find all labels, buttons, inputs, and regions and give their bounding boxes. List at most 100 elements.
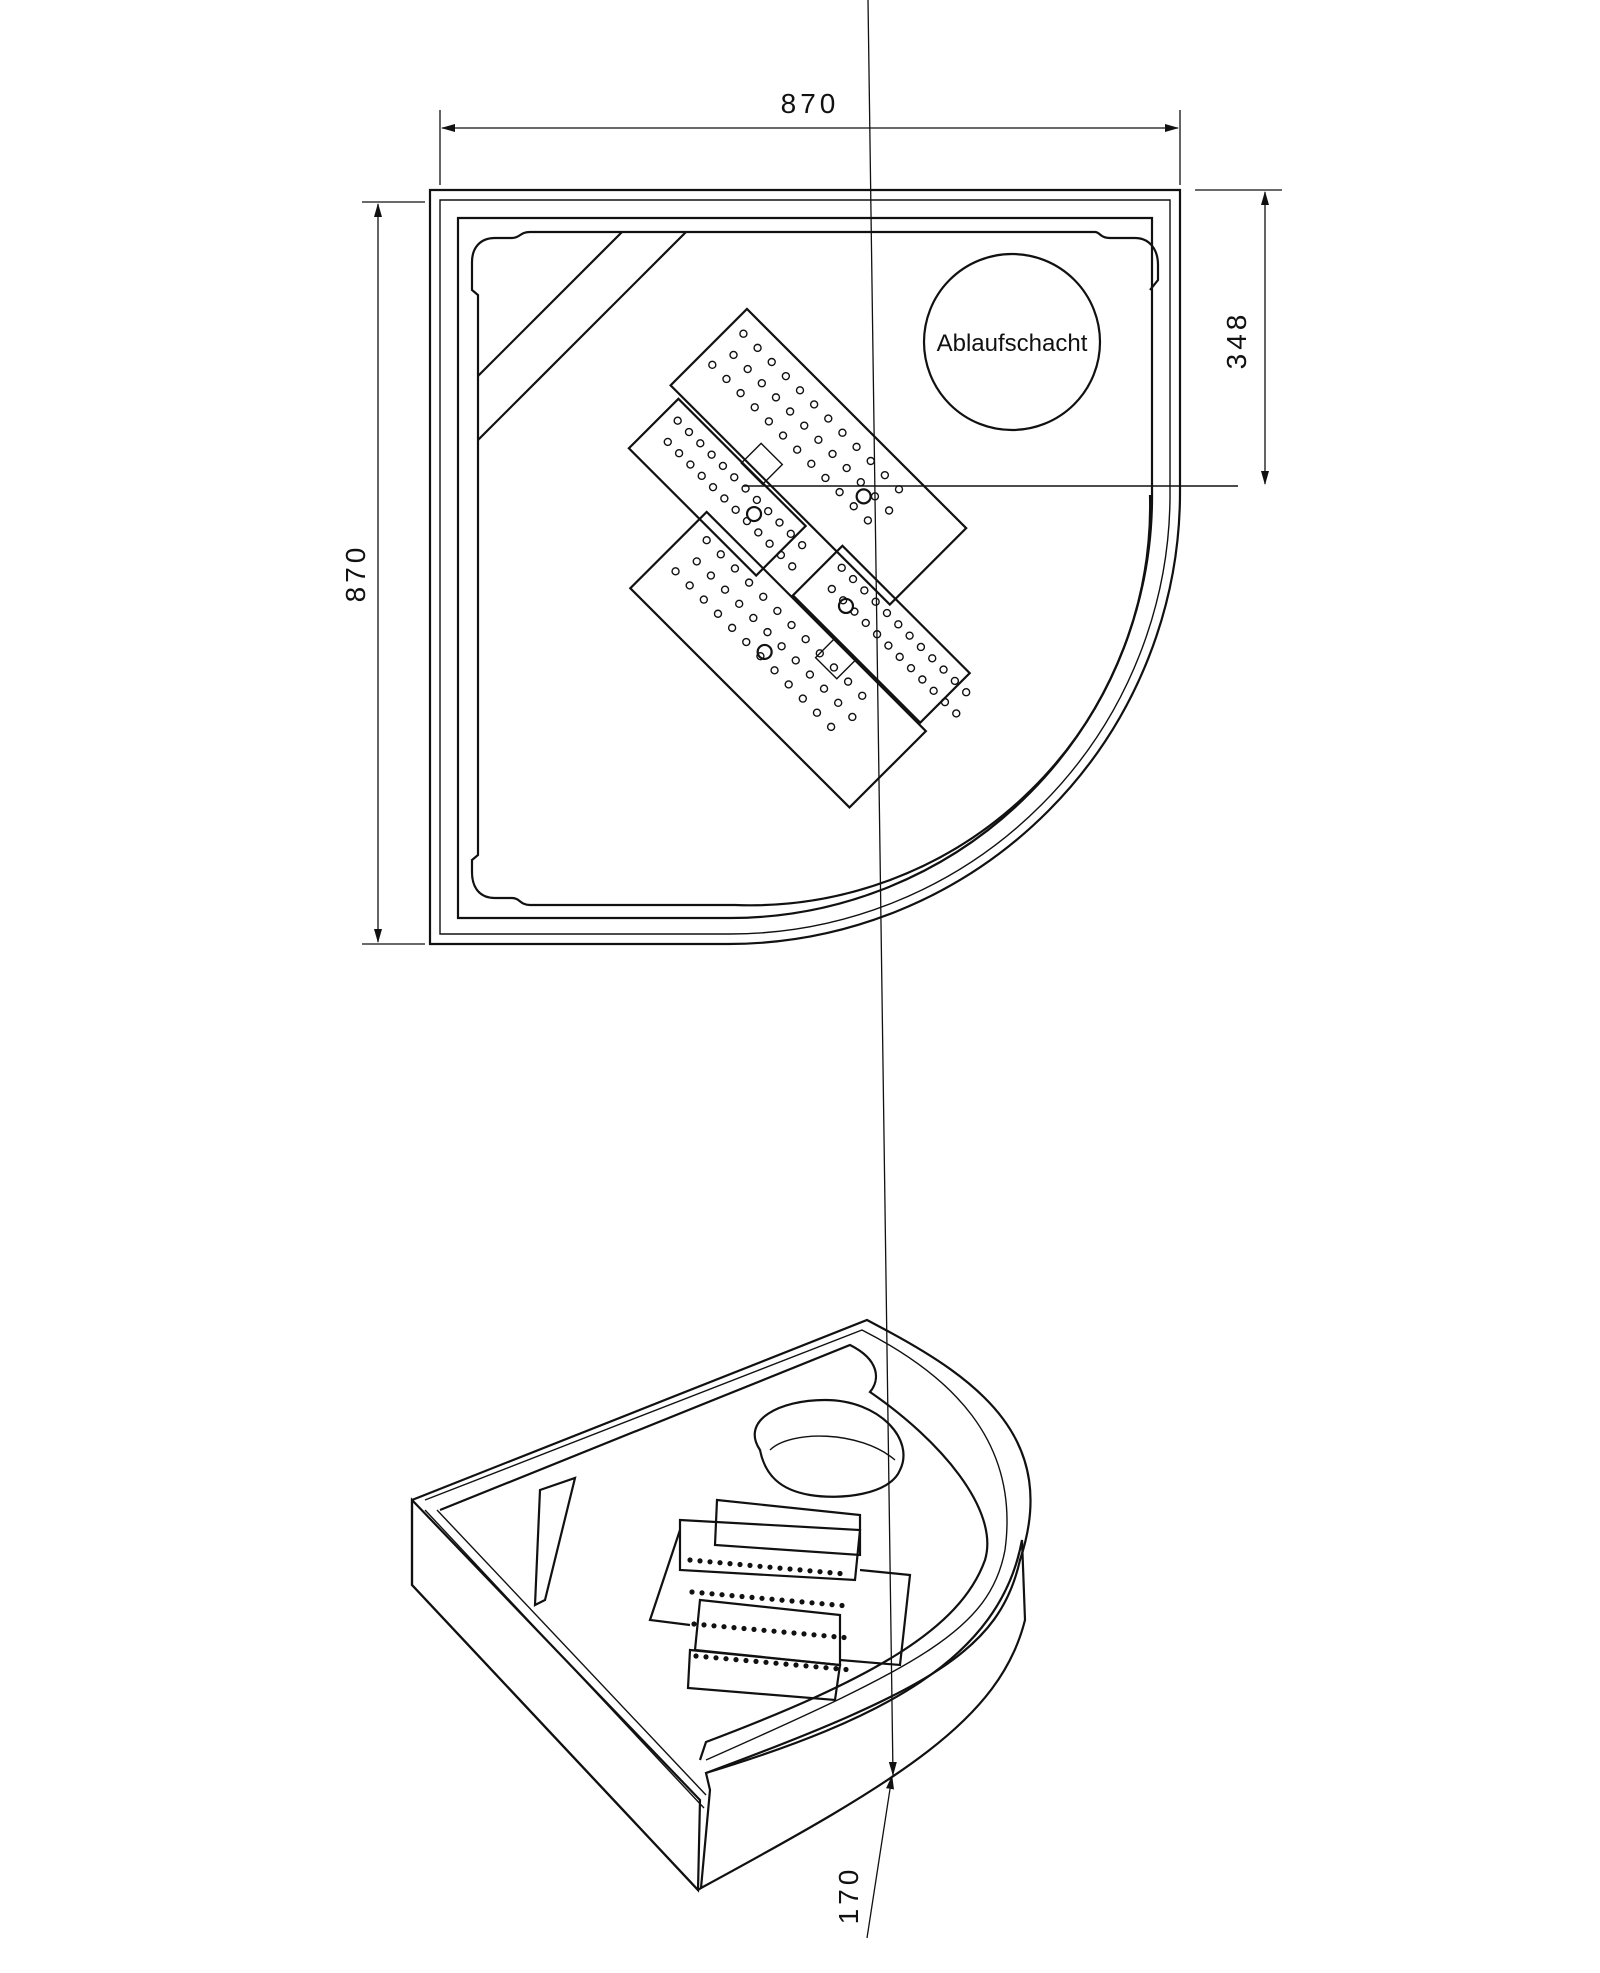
frame-hole	[785, 407, 795, 416]
iso-frame-hole	[743, 1657, 749, 1664]
frame-hole	[848, 574, 858, 584]
frame-hole	[940, 697, 950, 707]
frame-hole	[702, 536, 711, 545]
iso-frame-hole	[751, 1626, 757, 1632]
drain-shaft-circle	[922, 252, 1102, 432]
dim-drain-value: 348	[1221, 311, 1252, 370]
frame-hole	[828, 449, 837, 459]
frame-hole	[939, 665, 948, 674]
frame-hole	[838, 428, 847, 437]
frame-hole	[826, 722, 836, 732]
iso-frame-hole	[733, 1657, 739, 1663]
frame-hole	[894, 485, 904, 494]
iso-frame-hole	[783, 1661, 789, 1667]
frame-hole	[861, 618, 870, 628]
frame-hole	[777, 642, 786, 651]
frame-hole	[852, 442, 861, 452]
frame-hole	[663, 437, 672, 447]
plan-view: Ablaufschacht 870 870 348	[340, 88, 1282, 946]
frame-hole	[699, 595, 709, 604]
iso-frame-hole	[773, 1660, 779, 1666]
frame-hole	[727, 623, 737, 633]
iso-rim-inner	[424, 1329, 1008, 1761]
frame-hole	[770, 666, 779, 675]
dim-iso-height-value: 170	[833, 1866, 864, 1925]
iso-frame-hole	[771, 1628, 777, 1634]
frame-hole	[929, 686, 938, 696]
iso-frame-hole	[701, 1622, 707, 1628]
iso-frame-hole	[803, 1663, 809, 1669]
drain-label: Ablaufschacht	[937, 330, 1088, 357]
iso-frame-hole	[759, 1595, 765, 1601]
frame-hole	[743, 364, 752, 374]
iso-frame-hole	[807, 1568, 813, 1574]
iso-frame-hole	[691, 1621, 697, 1627]
iso-front-face-curve	[700, 1539, 1027, 1889]
iso-frame-hole	[801, 1631, 807, 1637]
frame-hole	[771, 393, 781, 402]
frame-hole	[697, 471, 706, 481]
frame-hole	[894, 620, 903, 629]
frame-hole	[720, 585, 730, 594]
frame-hole	[763, 627, 772, 637]
frame-hole	[812, 708, 822, 717]
frame-plate-lower	[628, 510, 928, 810]
iso-frame-hole	[763, 1659, 769, 1665]
iso-frame-hole	[737, 1561, 743, 1568]
iso-frame-hole	[713, 1655, 719, 1661]
frame-hole	[784, 680, 793, 689]
frame-hole	[757, 379, 767, 388]
iso-drain-inner	[769, 1435, 896, 1461]
frame-hole	[775, 518, 784, 527]
frame-hole	[801, 634, 810, 644]
dim-iso-height-line	[867, 0, 897, 1776]
frame-hole	[718, 461, 728, 471]
frame-hole	[814, 435, 823, 444]
iso-frame-hole	[693, 1653, 699, 1659]
frame-hole	[833, 698, 843, 708]
adjustment-screw-4	[756, 643, 773, 661]
frame-hole	[860, 586, 869, 595]
iso-frame-hole	[821, 1633, 827, 1639]
frame-hole	[824, 414, 833, 423]
iso-front-face-line-1	[424, 1509, 705, 1809]
iso-frame-hole	[831, 1634, 837, 1640]
iso-frame-hole	[697, 1558, 703, 1564]
iso-drain-opening	[753, 1398, 905, 1498]
iso-frame-hole	[753, 1658, 759, 1664]
frame-hole	[686, 460, 695, 469]
frame-hole	[905, 631, 914, 640]
frame-hole	[749, 613, 758, 623]
frame-hole	[776, 550, 786, 560]
iso-frame-hole	[757, 1563, 763, 1569]
iso-frame-plate-left	[678, 1518, 862, 1582]
iso-frame-hole	[829, 1602, 835, 1608]
frame-hole	[819, 684, 829, 693]
frame-hole	[895, 652, 904, 662]
frame-hole	[906, 663, 916, 673]
frame-hole	[872, 630, 882, 639]
frame-hole	[767, 357, 776, 367]
frame-hole	[870, 492, 880, 501]
dim-height-value: 870	[340, 544, 371, 603]
iso-frame-wing-left	[648, 1529, 691, 1627]
frame-plate-upper	[669, 307, 968, 607]
iso-frame-hole	[797, 1567, 803, 1573]
iso-frame-hole	[699, 1590, 705, 1596]
frame-hole	[787, 620, 796, 630]
iso-rim-outer	[410, 1318, 1032, 1892]
frame-hole	[866, 456, 875, 466]
frame-hole	[708, 482, 718, 492]
frame-hole	[884, 641, 893, 650]
iso-frame-hole	[721, 1624, 727, 1630]
frame-hole	[750, 403, 759, 412]
frame-hole	[835, 487, 844, 497]
iso-frame-hole	[761, 1627, 767, 1633]
frame-hole	[759, 592, 768, 601]
iso-view: 170	[410, 0, 1032, 1939]
iso-frame-hole	[813, 1664, 819, 1670]
frame-hole	[916, 642, 926, 652]
frame-hole	[716, 550, 726, 559]
frame-hole	[734, 599, 744, 609]
